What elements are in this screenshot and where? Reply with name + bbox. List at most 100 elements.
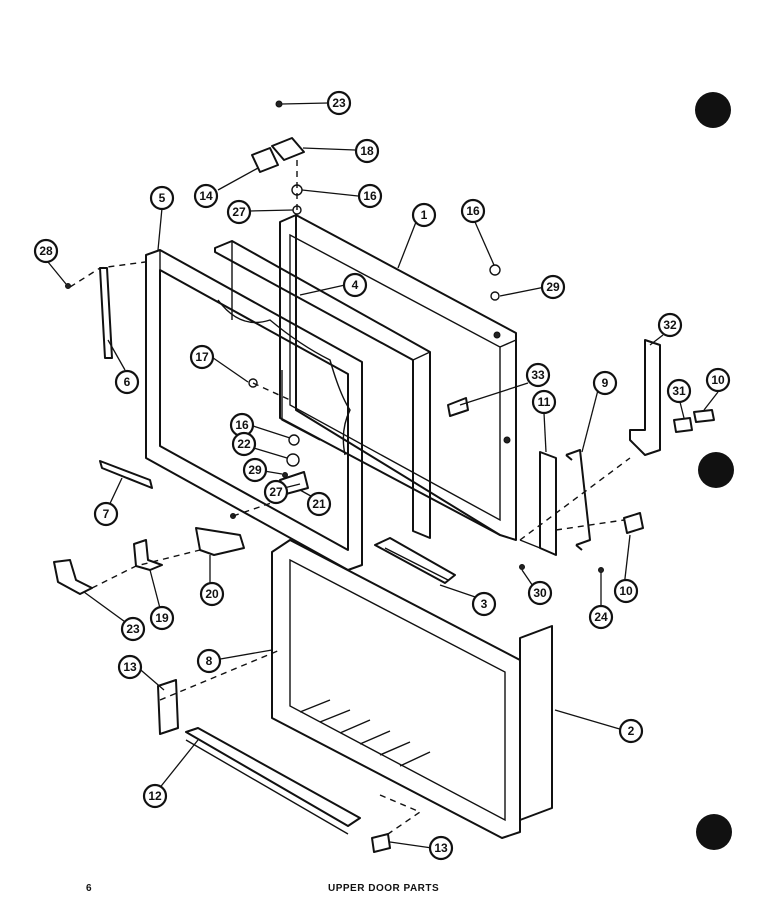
svg-text:8: 8	[206, 654, 213, 668]
svg-text:5: 5	[159, 191, 166, 205]
assembly-line	[232, 499, 281, 517]
svg-text:1: 1	[421, 208, 428, 222]
part-pad-10b	[623, 512, 644, 534]
svg-text:3: 3	[481, 597, 488, 611]
binder-hole	[695, 92, 731, 128]
part-bottom-strip	[99, 460, 153, 489]
part-side-trim	[519, 625, 553, 821]
part-door-outer-panel	[279, 214, 517, 541]
callout-28: 29	[242, 457, 268, 483]
svg-text:23: 23	[332, 96, 346, 110]
callout-5: 5	[149, 185, 175, 211]
part-hinge-23	[53, 559, 93, 595]
fastener-24	[598, 567, 604, 573]
svg-text:13: 13	[434, 841, 448, 855]
callout-23: 23	[120, 616, 146, 642]
page-caption: UPPER DOOR PARTS	[328, 883, 440, 894]
svg-text:14: 14	[199, 189, 213, 203]
svg-text:20: 20	[205, 587, 219, 601]
part-bottom-trim	[185, 727, 361, 835]
svg-text:13: 13	[123, 660, 137, 674]
assembly-line	[69, 261, 146, 288]
part-hinge-plate-14	[251, 147, 279, 173]
svg-text:29: 29	[248, 463, 262, 477]
callout-12: 12	[142, 783, 168, 809]
callout-29-right: 29	[540, 274, 566, 300]
part-breaker-frame	[145, 249, 363, 571]
callout-13-left: 13	[117, 654, 143, 680]
callout-11: 11	[531, 389, 557, 415]
fastener-22	[286, 453, 300, 467]
callout-10-mid: 10	[613, 578, 639, 604]
assembly-line	[519, 457, 631, 541]
part-trim-33	[447, 397, 469, 417]
callout-16-mid: 16	[229, 412, 255, 438]
part-handle-9	[565, 449, 591, 551]
svg-text:16: 16	[235, 418, 249, 432]
part-hinge-20	[195, 527, 245, 556]
callout-20: 20	[199, 581, 225, 607]
part-side-strip	[99, 267, 113, 359]
part-hinge-19	[133, 539, 163, 571]
callout-6: 6	[114, 369, 140, 395]
callout-19: 19	[149, 605, 175, 631]
callout-8: 8	[196, 648, 222, 674]
assembly-line	[252, 382, 291, 401]
svg-text:10: 10	[619, 584, 633, 598]
svg-text:4: 4	[352, 278, 359, 292]
callout-30: 30	[527, 580, 553, 606]
assembly-line	[91, 549, 201, 589]
fastener-30	[519, 564, 525, 570]
callout-27: 28	[33, 238, 59, 264]
callout-32: 32	[657, 312, 683, 338]
assembly-line	[555, 519, 625, 531]
part-hinge-bracket	[629, 339, 661, 456]
svg-text:27: 27	[232, 205, 246, 219]
assembly-line	[379, 794, 422, 835]
callout-21: 21	[306, 491, 332, 517]
part-bracket-11	[519, 451, 557, 556]
svg-text:31: 31	[672, 384, 686, 398]
fastener-18	[489, 264, 501, 276]
svg-text:16: 16	[363, 189, 377, 203]
callout-24: 24	[588, 604, 614, 630]
svg-text:10: 10	[711, 373, 725, 387]
svg-text:7: 7	[103, 507, 110, 521]
svg-text:32: 32	[663, 318, 677, 332]
fastener-29b	[490, 291, 500, 301]
fastener-17	[248, 378, 258, 388]
svg-text:17: 17	[195, 350, 209, 364]
callout-4: 4	[342, 272, 368, 298]
callout-2: 2	[618, 718, 644, 744]
svg-text:11: 11	[538, 395, 551, 409]
fastener-16b	[288, 434, 300, 446]
callout-3: 3	[471, 591, 497, 617]
svg-text:2: 2	[628, 724, 635, 738]
callout-10-top: 10	[705, 367, 731, 393]
part-bracket-13b	[371, 833, 391, 853]
callout-9: 9	[592, 370, 618, 396]
callout-7: 7	[93, 501, 119, 527]
callout-25: 23	[326, 90, 352, 116]
callout-15: 18	[354, 138, 380, 164]
svg-text:22: 22	[237, 437, 251, 451]
svg-text:18: 18	[360, 144, 374, 158]
part-pad-10	[693, 409, 715, 423]
svg-text:30: 30	[533, 586, 547, 600]
callout-17: 17	[189, 344, 215, 370]
svg-text:16: 16	[466, 204, 480, 218]
svg-text:28: 28	[39, 244, 53, 258]
part-hinge-15	[271, 137, 305, 161]
callout-26: 27	[263, 479, 289, 505]
svg-text:6: 6	[124, 375, 131, 389]
svg-text:21: 21	[312, 497, 326, 511]
callout-22: 22	[231, 431, 257, 457]
svg-text:33: 33	[531, 368, 545, 382]
svg-text:27: 27	[269, 485, 283, 499]
callout-1: 1	[411, 202, 437, 228]
svg-text:19: 19	[155, 611, 169, 625]
callout-18: 16	[460, 198, 486, 224]
page-number: 6	[86, 883, 93, 894]
part-bracket-13a	[157, 679, 179, 735]
